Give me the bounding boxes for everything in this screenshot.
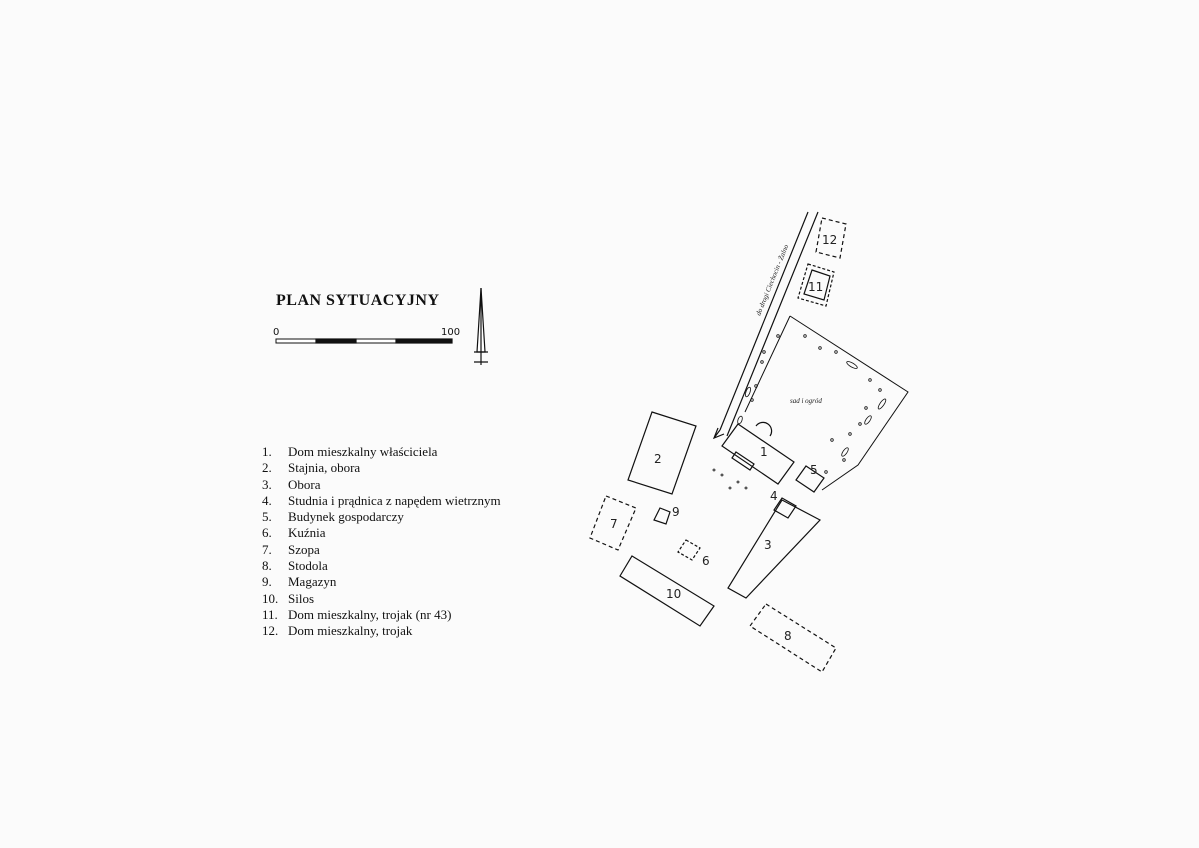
legend-item: 10.Silos xyxy=(262,590,315,606)
legend-item: 3.Obora xyxy=(262,476,321,492)
building-number-label: 7 xyxy=(610,517,618,531)
legend: 1.Dom mieszkalny właściciela 2.Stajnia, … xyxy=(262,444,501,640)
scale-start-label: 0 xyxy=(273,327,280,338)
legend-item: 6.Kuźnia xyxy=(262,525,326,541)
building-number-label: 3 xyxy=(764,538,772,552)
building-number-label: 12 xyxy=(822,233,837,247)
north-arrow-icon xyxy=(474,287,488,365)
building-number-label: 2 xyxy=(654,452,662,466)
building-number-label: 9 xyxy=(672,505,680,519)
orchard-trees xyxy=(737,334,887,474)
building-number-label: 4 xyxy=(770,489,778,503)
legend-item: 1.Dom mieszkalny właściciela xyxy=(262,444,438,459)
plan-title: PLAN SYTUACYJNY xyxy=(276,292,440,309)
road xyxy=(712,211,819,440)
legend-item: 8.Stodola xyxy=(262,558,328,574)
building-number-label: 11 xyxy=(808,280,823,294)
building-9-warehouse xyxy=(653,507,671,525)
building-2-stable xyxy=(627,411,697,495)
legend-item: 11.Dom mieszkalny, trojak (nr 43) xyxy=(262,606,452,622)
building-number-label: 5 xyxy=(810,463,818,477)
building-4-well xyxy=(773,497,797,519)
building-number-label: 6 xyxy=(702,554,710,568)
building-8-barn xyxy=(749,603,837,673)
legend-item: 7.Szopa xyxy=(262,541,320,557)
building-3-cowshed xyxy=(727,499,821,599)
legend-item: 4.Studnia i prądnica z napędem wietrznym xyxy=(262,492,501,508)
building-11-worker-house xyxy=(797,263,835,307)
scale-end-label: 100 xyxy=(441,327,461,338)
orchard-label: sad i ogród xyxy=(790,397,822,405)
legend-item: 12.Dom mieszkalny, trojak xyxy=(262,623,413,639)
building-10-silo xyxy=(619,555,715,627)
building-7-shed xyxy=(589,495,637,551)
courtyard-dots xyxy=(712,468,748,490)
building-number-label: 8 xyxy=(784,629,792,643)
building-6-smithy xyxy=(677,539,701,561)
building-number-label: 1 xyxy=(760,445,768,459)
legend-item: 2.Stajnia, obora xyxy=(262,460,361,476)
orchard-boundary xyxy=(744,315,909,491)
building-5-farm-building xyxy=(795,465,825,493)
building-1-house xyxy=(721,421,795,485)
road-label: do drogi Ciechocin - Żalno xyxy=(754,243,790,317)
building-number-label: 10 xyxy=(666,587,681,601)
scale-bar xyxy=(275,338,453,344)
legend-item: 5.Budynek gospodarczy xyxy=(262,509,404,525)
legend-item: 9.Magazyn xyxy=(262,574,337,590)
building-12-worker-house xyxy=(815,217,847,259)
